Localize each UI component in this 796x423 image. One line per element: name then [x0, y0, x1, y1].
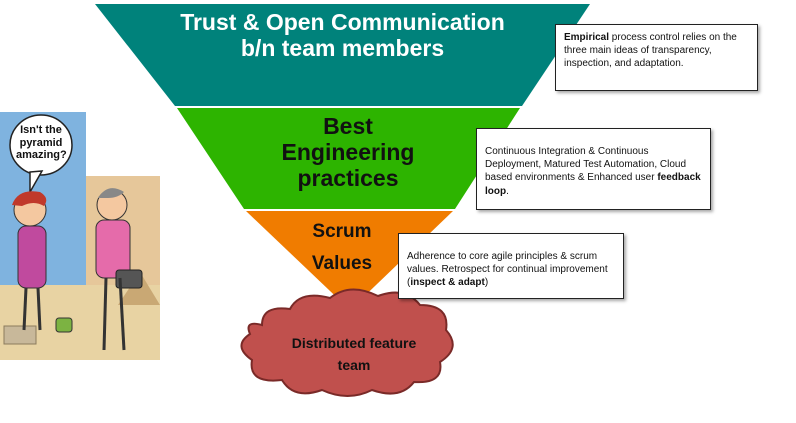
- note-top: Empirical process control relies on the …: [555, 24, 758, 91]
- pyramid-middle-layer: [177, 108, 520, 209]
- speech-bubble-text: Isn't the pyramid amazing?: [16, 124, 67, 162]
- note-middle: Continuous Integration & Continuous Depl…: [476, 128, 711, 210]
- note-bottom-bold: inspect & adapt: [410, 277, 485, 289]
- cloud-label-line2: team: [337, 357, 371, 373]
- note-middle-bold: feedback loop: [485, 172, 701, 197]
- note-top-bold: Empirical: [564, 32, 610, 43]
- note-top-text: process control relies on the three main…: [564, 32, 737, 70]
- note-middle-tail: .: [506, 185, 509, 197]
- note-bottom: Adherence to core agile principles & scr…: [398, 233, 624, 299]
- cloud-label-line1: Distributed feature: [291, 335, 417, 351]
- top-layer-label: Trust & Open Communication b/n team memb…: [180, 9, 505, 61]
- note-bottom-text: Adherence to core agile principles & scr…: [407, 251, 608, 289]
- speech-bubble: [9, 114, 73, 176]
- bottom-layer-label-line2: Values: [311, 253, 373, 274]
- pyramid-top-layer: [95, 4, 590, 106]
- note-middle-text: Continuous Integration & Continuous Depl…: [485, 146, 687, 184]
- note-bottom-tail: ): [484, 277, 489, 289]
- cartoon-illustration: [0, 112, 160, 360]
- middle-layer-label: Best Engineering practices: [281, 113, 415, 191]
- bottom-layer-label-line1: Scrum: [312, 221, 372, 242]
- distributed-team-cloud: [240, 288, 454, 397]
